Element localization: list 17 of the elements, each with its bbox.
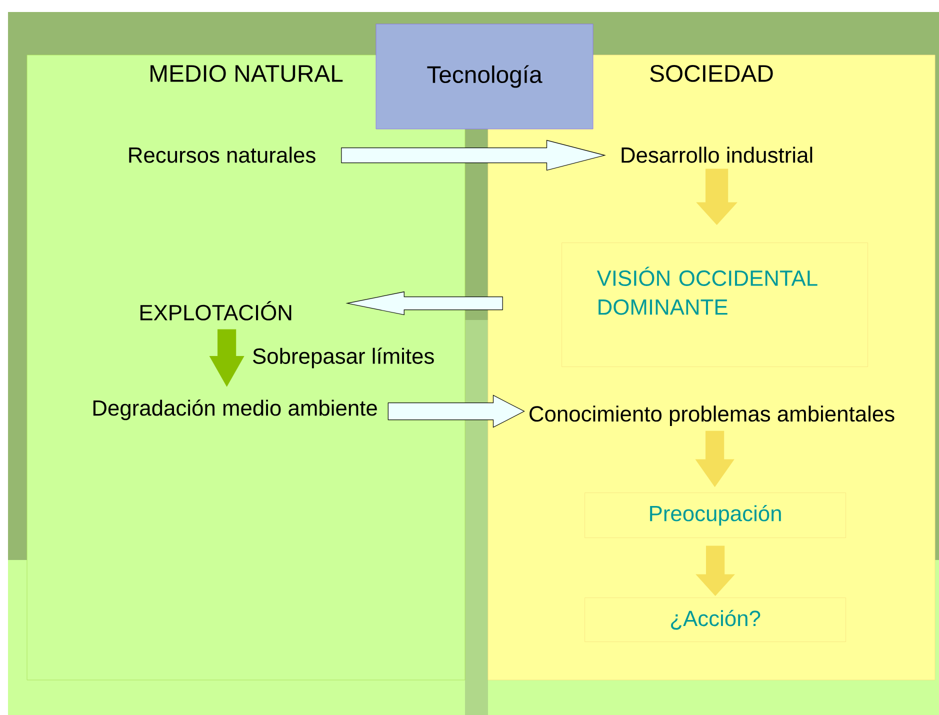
block-arrow bbox=[341, 140, 606, 171]
text-label: Conocimiento problemas ambientales bbox=[530, 406, 894, 426]
text-label: EXPLOTACIÓN bbox=[140, 301, 292, 320]
concept-box: VISIÓN OCCIDENTAL DOMINANTE bbox=[562, 242, 868, 367]
text-label: Degradación medio ambiente bbox=[93, 399, 377, 420]
concept-box: Preocupación bbox=[584, 492, 846, 538]
block-arrow bbox=[696, 168, 738, 226]
block-arrow bbox=[695, 430, 734, 488]
concept-box: ¿Acción? bbox=[584, 598, 846, 642]
text-label: Desarrollo industrial bbox=[622, 146, 812, 163]
block-arrow bbox=[209, 329, 244, 387]
block-arrow bbox=[388, 394, 525, 428]
technology-box: Tecnología bbox=[376, 24, 594, 130]
edge-label: Sobrepasar límites bbox=[253, 348, 434, 368]
block-arrow bbox=[696, 546, 735, 596]
block-arrow bbox=[346, 291, 503, 316]
text-label: Recursos naturales bbox=[129, 146, 316, 163]
